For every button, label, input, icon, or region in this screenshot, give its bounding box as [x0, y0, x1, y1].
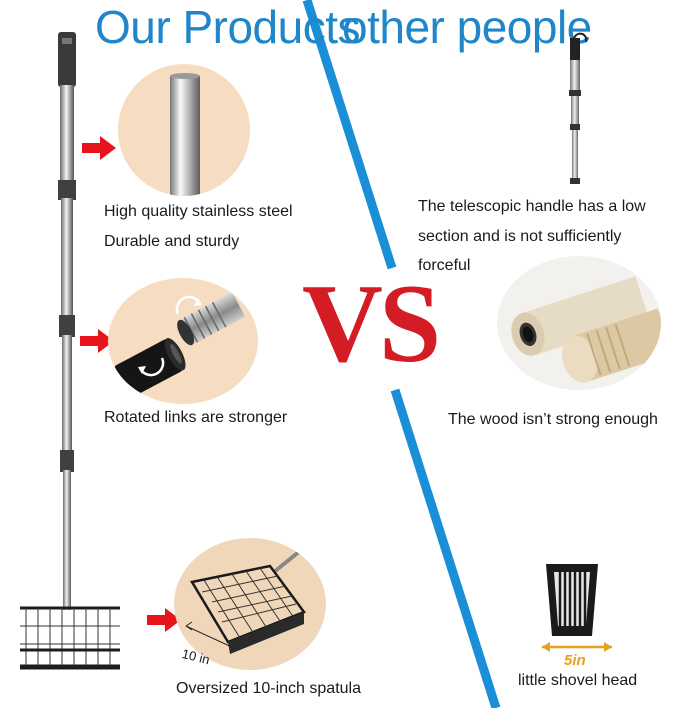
arrow-right-icon	[80, 329, 114, 353]
caption-little-shovel-head: little shovel head	[518, 672, 638, 689]
caption-stainless-steel: High quality stainless steel	[104, 203, 293, 220]
rotate-icon	[138, 357, 165, 377]
caption-wood-not-strong: The wood isn’t strong enough	[448, 411, 658, 428]
caption-low-section: section and is not sufficiently	[418, 228, 622, 245]
rotate-icon	[175, 295, 202, 315]
competitor-pole-image	[569, 32, 588, 184]
steel-tube-closeup	[118, 64, 250, 196]
caption-forceful: forceful	[418, 257, 471, 274]
heading-other-people: other people	[342, 1, 592, 53]
heading-our-products: Our Products	[95, 1, 361, 53]
caption-rotated-links: Rotated links are stronger	[104, 409, 288, 426]
wooden-handle-closeup	[497, 256, 661, 390]
caption-telescopic-handle: The telescopic handle has a low	[418, 198, 646, 215]
caption-oversized-spatula: Oversized 10-inch spatula	[176, 680, 361, 697]
caption-durable-sturdy: Durable and sturdy	[104, 233, 240, 250]
rotated-link-closeup	[108, 278, 258, 404]
arrow-right-icon	[82, 136, 116, 160]
shovel-width-label: 5in	[564, 652, 586, 669]
steel-pole-image	[20, 32, 120, 670]
oversized-spatula-image	[174, 538, 326, 670]
vs-text: VS	[302, 262, 441, 386]
width-arrow-icon	[542, 642, 612, 652]
small-shovel-head-image	[546, 564, 598, 636]
arrow-right-icon	[147, 608, 181, 632]
